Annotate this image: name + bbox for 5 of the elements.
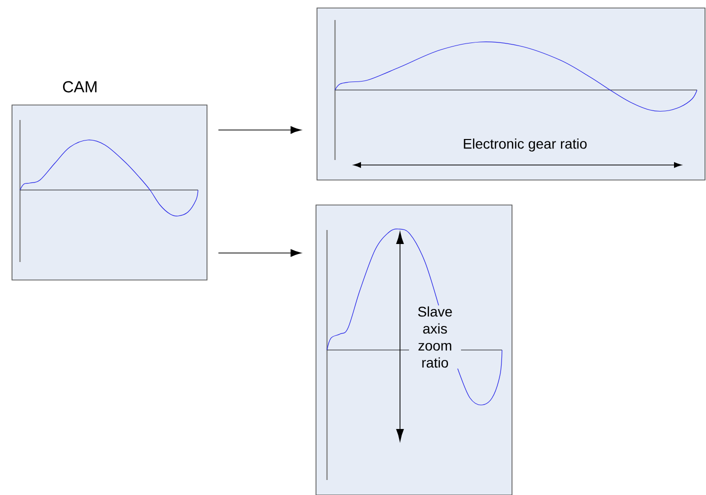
dimension-label: Electronic gear ratio (462, 137, 588, 153)
arrow (218, 126, 302, 134)
arrow (218, 249, 302, 257)
dimension-label: Slave axis zoom ratio (409, 305, 461, 369)
box-heading: CAM (63, 81, 96, 92)
